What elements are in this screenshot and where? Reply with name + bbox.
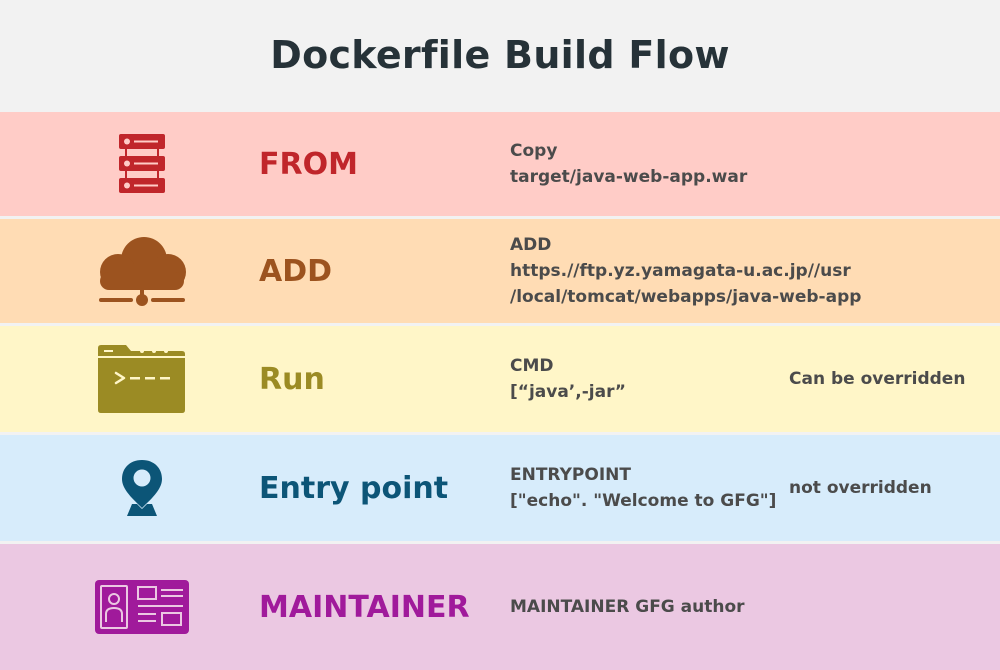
description-line: https.//ftp.yz.yamagata-u.ac.jp//usr [510, 261, 851, 281]
step-description: ADD https.//ftp.yz.yamagata-u.ac.jp//usr… [510, 219, 861, 323]
step-row-run: Run CMD [“java’,-jar” Can be overridden [0, 326, 1000, 432]
server-stack-icon [92, 112, 192, 216]
description-line: /local/tomcat/webapps/java-web-app [510, 287, 862, 307]
description-line: target/java-web-app.war [510, 167, 748, 187]
description-line: ["echo". "Welcome to GFG"] [510, 491, 777, 511]
step-description: Copy target/java-web-app.war [510, 112, 747, 216]
id-card-icon [92, 544, 192, 670]
step-row-from: FROM Copy target/java-web-app.war [0, 112, 1000, 216]
page-title: Dockerfile Build Flow [270, 33, 730, 77]
step-label: ADD [259, 253, 333, 289]
terminal-window-icon [92, 326, 192, 432]
step-label: MAINTAINER [259, 589, 470, 625]
step-label: Run [259, 361, 325, 397]
step-description: MAINTAINER GFG author [510, 544, 745, 670]
step-note: Can be overridden [789, 369, 966, 389]
step-description: CMD [“java’,-jar” [510, 326, 626, 432]
step-row-entry-point: Entry point ENTRYPOINT ["echo". "Welcome… [0, 435, 1000, 541]
step-row-maintainer: MAINTAINER MAINTAINER GFG author [0, 544, 1000, 670]
step-description: ENTRYPOINT ["echo". "Welcome to GFG"] [510, 435, 776, 541]
step-note: not overridden [789, 478, 932, 498]
description-line: [“java’,-jar” [510, 382, 626, 402]
description-line: Copy [510, 141, 558, 161]
cloud-network-icon [92, 219, 192, 323]
description-line: MAINTAINER GFG author [510, 597, 745, 617]
step-label: FROM [259, 146, 358, 182]
description-line: ADD [510, 235, 552, 255]
step-label: Entry point [259, 470, 449, 506]
map-pin-icon [92, 435, 192, 541]
step-row-add: ADD ADD https.//ftp.yz.yamagata-u.ac.jp/… [0, 219, 1000, 323]
description-line: CMD [510, 356, 554, 376]
description-line: ENTRYPOINT [510, 465, 631, 485]
